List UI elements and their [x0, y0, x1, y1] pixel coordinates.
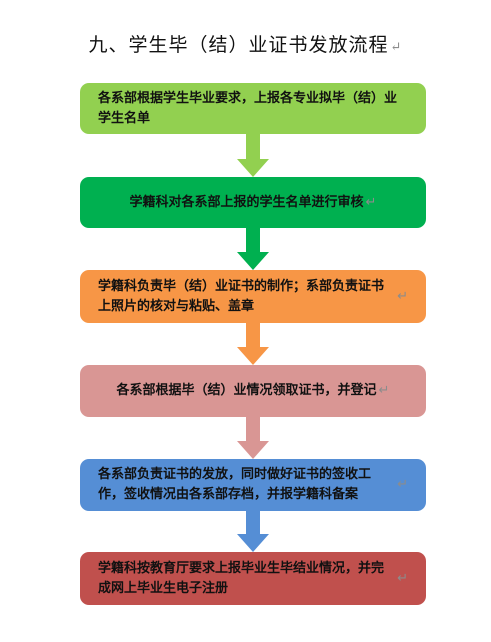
flow-step-4: 各系部根据毕（结）业情况领取证书，并登记 ↵ [80, 365, 426, 417]
flow-step-5: 各系部负责证书的发放，同时做好证书的签收工作，签收情况由各系部存档，并报学籍科备… [80, 459, 426, 511]
arrow-down-icon [237, 511, 269, 552]
paragraph-mark-icon: ↵ [397, 477, 408, 492]
flow-step-6: 学籍科按教育厅要求上报毕业生毕结业情况，并完成网上毕业生电子注册 ↵ [80, 552, 426, 605]
arrow-down-icon [237, 228, 269, 270]
title-text: 九、学生毕（结）业证书发放流程 [88, 34, 389, 56]
paragraph-mark-icon: ↵ [390, 40, 403, 55]
paragraph-mark-icon: ↵ [397, 288, 408, 304]
arrow-down-icon [237, 417, 269, 459]
flow-step-6-text: 学籍科按教育厅要求上报毕业生毕结业情况，并完成网上毕业生电子注册 [98, 560, 385, 596]
flow-step-3: 学籍科负责毕（结）业证书的制作；系部负责证书上照片的核对与粘贴、盖章 ↵ [80, 270, 426, 323]
flow-arrow-4 [237, 417, 269, 459]
paragraph-mark-icon: ↵ [365, 194, 377, 210]
flow-step-2-text: 学籍科对各系部上报的学生名单进行审核 [129, 194, 364, 210]
arrow-shape [237, 417, 269, 459]
flow-arrow-5 [237, 511, 269, 552]
paragraph-mark-icon: ↵ [378, 383, 390, 398]
page-title: 九、学生毕（结）业证书发放流程↵ [0, 30, 491, 57]
flow-step-1: 各系部根据学生毕业要求，上报各专业拟毕（结）业学生名单 [80, 83, 426, 134]
flow-arrow-3 [237, 323, 269, 365]
flow-step-4-text: 各系部根据毕（结）业情况领取证书，并登记 [116, 383, 377, 398]
flow-step-5-text: 各系部负责证书的发放，同时做好证书的签收工作，签收情况由各系部存档，并报学籍科备… [98, 467, 372, 502]
paragraph-mark-icon: ↵ [397, 570, 408, 586]
arrow-shape [237, 323, 269, 365]
arrow-down-icon [237, 134, 269, 177]
arrow-shape [237, 134, 269, 177]
arrow-shape [237, 228, 269, 270]
arrow-down-icon [237, 323, 269, 365]
flow-arrow-1 [237, 134, 269, 177]
flow-step-2: 学籍科对各系部上报的学生名单进行审核 ↵ [80, 177, 426, 228]
flow-step-3-text: 学籍科负责毕（结）业证书的制作；系部负责证书上照片的核对与粘贴、盖章 [98, 278, 385, 314]
arrow-shape [237, 511, 269, 552]
flow-arrow-2 [237, 228, 269, 270]
flow-step-1-text: 各系部根据学生毕业要求，上报各专业拟毕（结）业学生名单 [98, 90, 398, 126]
